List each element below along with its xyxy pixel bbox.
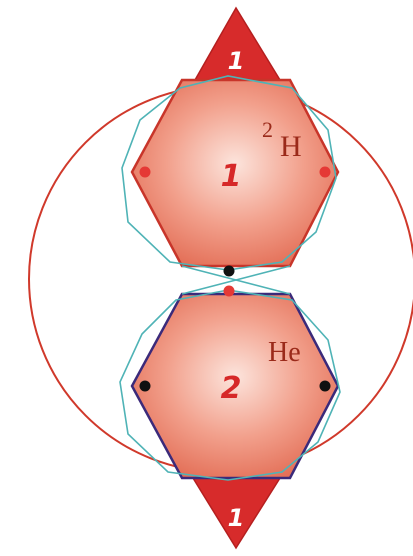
lower-right-black-dot xyxy=(320,381,331,392)
upper-right-red-dot xyxy=(320,167,331,178)
top-triangle-label: 1 xyxy=(228,47,245,75)
upper-left-red-dot xyxy=(140,167,151,178)
bottom-triangle-label: 1 xyxy=(228,504,245,532)
center-black-dot xyxy=(224,266,235,277)
lower-left-black-dot xyxy=(140,381,151,392)
upper-hexagon-label: 1 xyxy=(221,159,242,194)
lower-element-label: He xyxy=(268,337,301,368)
center-red-dot xyxy=(224,286,235,297)
lower-hexagon-label: 2 xyxy=(221,371,242,406)
isotope-superscript: 2 xyxy=(262,117,273,142)
upper-element-label: H xyxy=(280,130,302,163)
waist-crossing-lines xyxy=(182,266,290,294)
